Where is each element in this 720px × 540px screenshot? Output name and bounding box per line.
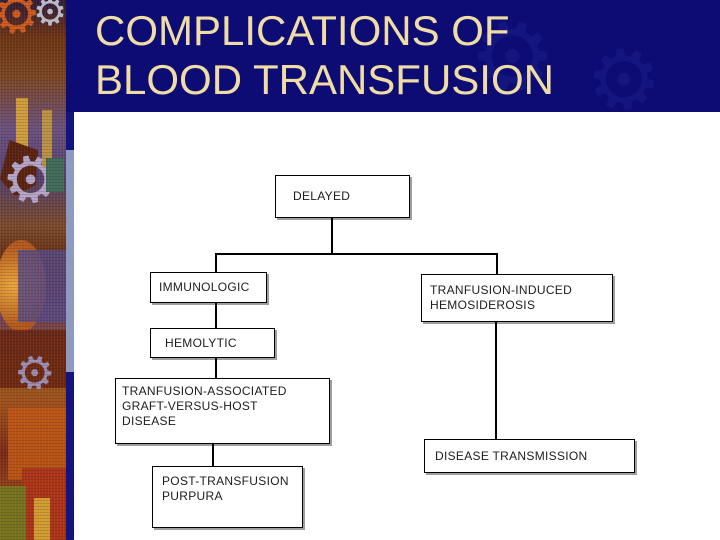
connector-tagvhd-purpura bbox=[212, 444, 214, 467]
slide-title: COMPLICATIONS OF BLOOD TRANSFUSION bbox=[95, 6, 554, 104]
accent-strip-light bbox=[66, 150, 74, 372]
node-label: POST-TRANSFUSION bbox=[162, 474, 289, 488]
node-label: GRAFT-VERSUS-HOST bbox=[122, 399, 258, 413]
collage-patch bbox=[0, 140, 38, 196]
connector-delayed-down bbox=[331, 218, 333, 254]
node-label: DISEASE TRANSMISSION bbox=[435, 448, 588, 463]
connector-horizontal-rail bbox=[215, 253, 497, 255]
node-label: IMMUNOLOGIC bbox=[159, 280, 250, 294]
connector-rail-to-immunologic bbox=[215, 253, 217, 273]
slide-title-line2: BLOOD TRANSFUSION bbox=[95, 56, 554, 103]
node-label: TRANFUSION-ASSOCIATED bbox=[122, 384, 287, 398]
accent-strip-dark-top bbox=[66, 112, 74, 150]
accent-strip-dark-bottom bbox=[66, 372, 74, 540]
collage-patch bbox=[34, 498, 50, 540]
slide-title-line1: COMPLICATIONS OF bbox=[95, 7, 510, 54]
gear-icon: ⚙ bbox=[0, 138, 66, 222]
collage-patch bbox=[0, 330, 66, 388]
node-label: DELAYED bbox=[293, 189, 351, 203]
collage-patch bbox=[0, 486, 26, 540]
node-label: HEMOLYTIC bbox=[165, 335, 237, 350]
collage-patch bbox=[0, 240, 46, 332]
sidebar-collage: ⚙ ⚙ ⚙ bbox=[0, 0, 66, 540]
connector-rail-to-hemosiderosis bbox=[496, 253, 498, 275]
connector-hemolytic-tagvhd bbox=[215, 358, 217, 379]
node-label: HEMOSIDEROSIS bbox=[430, 298, 536, 312]
collage-patch bbox=[22, 468, 66, 540]
node-disease-transmission: DISEASE TRANSMISSION bbox=[424, 439, 635, 473]
connector-hemosiderosis-transmission bbox=[495, 322, 497, 440]
connector-immunologic-hemolytic bbox=[215, 303, 217, 329]
node-delayed: DELAYED bbox=[275, 175, 410, 218]
node-label: DISEASE bbox=[122, 414, 177, 428]
node-label: TRANFUSION-INDUCED bbox=[430, 283, 573, 297]
collage-patch bbox=[16, 98, 28, 178]
collage-patch bbox=[18, 250, 66, 322]
gear-icon: ⚙ bbox=[33, 0, 68, 34]
gear-icon: ⚙ bbox=[6, 341, 63, 405]
collage-patch bbox=[8, 408, 66, 480]
collage-patch bbox=[42, 110, 52, 168]
node-transfusion-associated-gvhd: TRANFUSION-ASSOCIATED GRAFT-VERSUS-HOST … bbox=[115, 378, 330, 444]
node-immunologic: IMMUNOLOGIC bbox=[150, 272, 267, 303]
title-band: ⚙ ⚙ COMPLICATIONS OF BLOOD TRANSFUSION bbox=[66, 0, 720, 112]
node-hemolytic: HEMOLYTIC bbox=[150, 328, 275, 358]
node-transfusion-induced-hemosiderosis: TRANFUSION-INDUCED HEMOSIDEROSIS bbox=[421, 274, 613, 322]
node-post-transfusion-purpura: POST-TRANSFUSION PURPURA bbox=[152, 466, 303, 528]
gear-silhouette-icon: ⚙ bbox=[568, 20, 679, 112]
node-label: PURPURA bbox=[162, 489, 223, 503]
collage-patch bbox=[46, 158, 64, 192]
